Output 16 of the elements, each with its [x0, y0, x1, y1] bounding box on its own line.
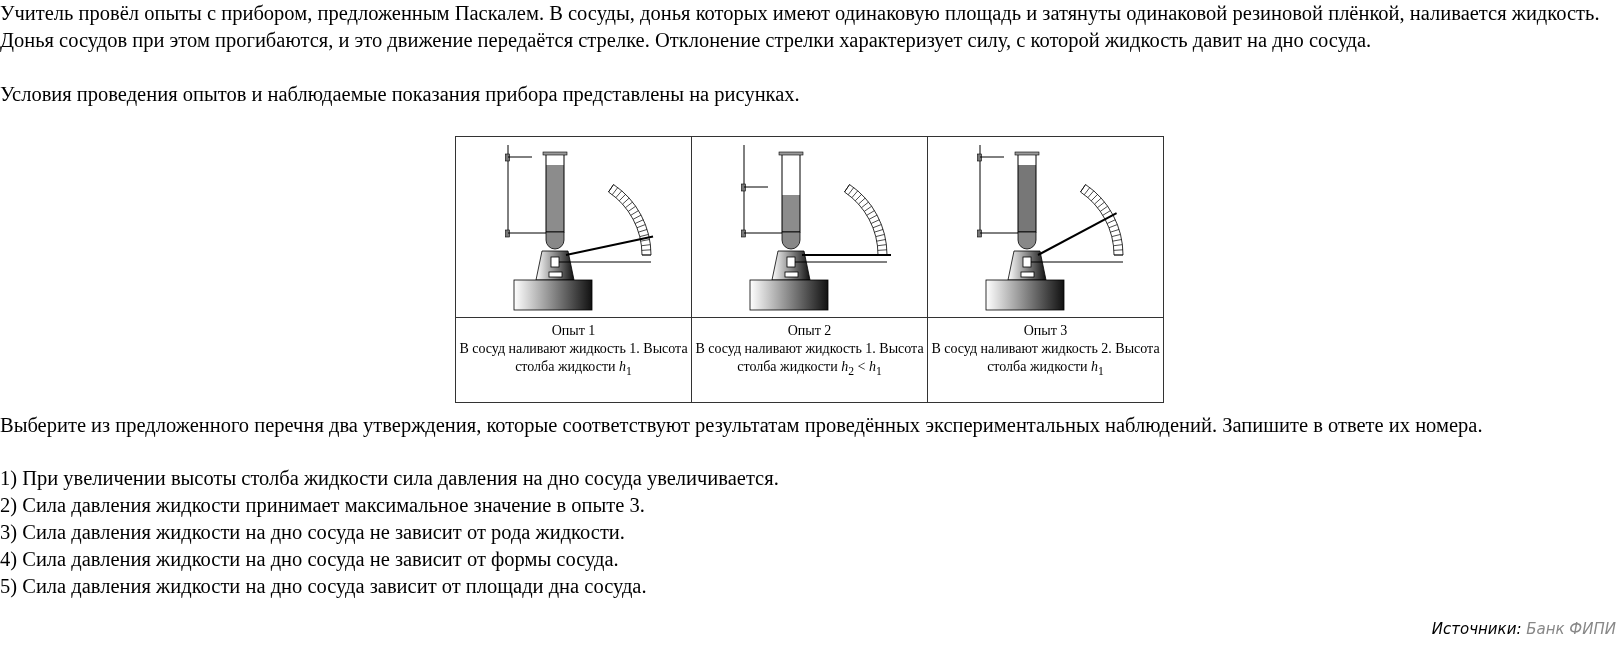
experiment-title: Опыт 2 [786, 322, 833, 340]
question-text: Выберите из предложенного перечня два утверждения, которые соответствуют результатам проведённых экспериментальных наблюдений. Запишите в ответе их номера. [0, 413, 1484, 439]
source-label: Источники: [1431, 620, 1522, 638]
experiment-description: В сосуд наливают жидкость 2. Высота столба жидкости h$_{1}$ [930, 340, 1161, 380]
source-name: Банк ФИПИ [1526, 620, 1616, 638]
answer-option: 1) При увеличении высоты столба жидкости сила давления на дно сосуда увеличивается. [0, 465, 1612, 492]
answer-option: 5) Сила давления жидкости на дно сосуда зависит от площади дна сосуда. [0, 573, 1612, 600]
answer-option: 2) Сила давления жидкости принимает максимальное значение в опыте 3. [0, 492, 1612, 519]
experiment-title: Опыт 1 [550, 322, 597, 340]
experiment-description: В сосуд наливают жидкость 1. Высота столба жидкости h$_{1}$ [458, 340, 689, 380]
experiment-description: В сосуд наливают жидкость 1. Высота столба жидкости h$_{2}$ < h$_{1}$ [694, 340, 925, 380]
intro-paragraph: Учитель провёл опыты с прибором, предложенным Паскалем. В сосуды, донья которых имеют одинаковую площадь и затянуты одинаковой резиновой плёнкой, наливается жидкость. Донья сосудов при этом прогибаются, и это движение передаётся стрелке. Отклонение стрелки характеризует силу, с которой жидкость давит на дно сосуда. [0, 1, 1601, 54]
answer-option: 4) Сила давления жидкости на дно сосуда не зависит от формы сосуда. [0, 546, 1612, 573]
experiment-title: Опыт 3 [1022, 322, 1069, 340]
answer-option: 3) Сила давления жидкости на дно сосуда не зависит от рода жидкости. [0, 519, 1612, 546]
intro-paragraph: Условия проведения опытов и наблюдаемые показания прибора представлены на рисунках. [0, 82, 801, 108]
